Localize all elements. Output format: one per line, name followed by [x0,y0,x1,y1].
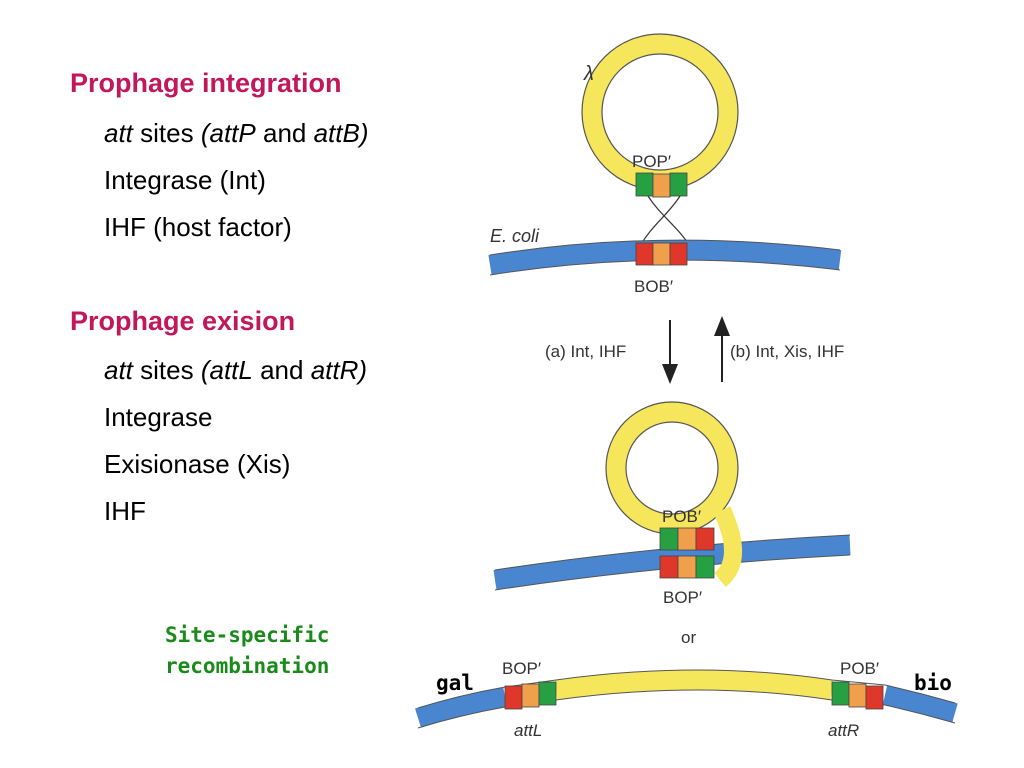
bio-label: bio [914,671,952,695]
pop-site-green-left [635,172,654,197]
arrow-a-label: (a) Int, IHF [545,342,626,361]
exision-att-sites: att sites (attL and attR) [104,355,368,385]
ecoli-label: E. coli [490,226,540,246]
ecoli-chromosome-top-edge-1 [489,239,841,256]
integration-ihf: IHF (host factor) [104,212,292,242]
bottom-edge-bottom [417,689,956,729]
attl-site-green [538,681,557,706]
arrow-b-label: (b) Int, Xis, IHF [730,342,844,361]
attr-site-orange [848,683,867,708]
bob-site-red-right [669,242,688,266]
integration-integrase: Integrase (Int) [104,165,266,195]
exision-integrase: Integrase [104,402,213,432]
bob-site-orange [652,242,671,266]
bop-mid-label: BOP′ [663,588,702,607]
middle-stage: POB′ BOP′ or [493,401,851,647]
reaction-arrows: (a) Int, IHF (b) Int, Xis, IHF [545,316,844,384]
phage-circle-top-outline-inner [601,53,719,171]
pob-mid-label: POB′ [662,507,701,526]
site-specific-note: Site-specific recombination [165,620,329,682]
pob-site-red [695,527,715,551]
bop-site-green [695,555,715,579]
note-line-2: recombination [165,654,330,678]
exision-xis: Exisionase (Xis) [104,449,291,479]
exision-heading: Prophage exision [70,306,296,336]
pop-label: POP′ [632,152,671,171]
attl-site-orange [521,683,540,708]
attr-site-red [865,685,884,710]
bottom-prophage [554,670,834,700]
attl-label: attL [514,721,542,740]
attr-label: attR [828,721,859,740]
pop-site-green-right [669,172,688,197]
bop-site-orange [677,555,697,579]
integration-att-sites: att sites (attP and attB) [104,118,369,148]
crossover-lines [639,195,691,247]
bottom-edge-top [417,669,956,709]
gal-label: gal [436,671,474,695]
or-label: or [681,628,696,647]
pob-bottom-label: POB′ [840,659,879,678]
bob-label: BOB′ [634,277,673,296]
pob-site-orange [677,527,697,551]
bop-site-red [659,555,679,579]
top-stage: λ POP′ E. coli BOB′ [488,33,842,296]
lambda-label: λ [583,63,594,85]
bottom-stage: gal bio BOP′ POB′ attL attR [415,659,958,740]
bottom-blue-left [415,687,507,728]
pob-site-green [659,527,679,551]
pop-site-orange [652,173,671,198]
exision-ihf: IHF [104,496,146,526]
phage-circle-mid [606,402,738,534]
attl-site-red [504,685,523,710]
note-line-1: Site-specific [165,623,330,647]
attr-site-green [831,681,850,706]
bop-bottom-label: BOP′ [502,659,541,678]
phage-circle-mid-outline-inner [625,421,719,515]
bob-site-red-left [635,242,654,266]
bottom-blue-right [882,685,958,723]
phage-tail-mid [713,506,742,588]
integration-heading: Prophage integration [70,68,342,98]
